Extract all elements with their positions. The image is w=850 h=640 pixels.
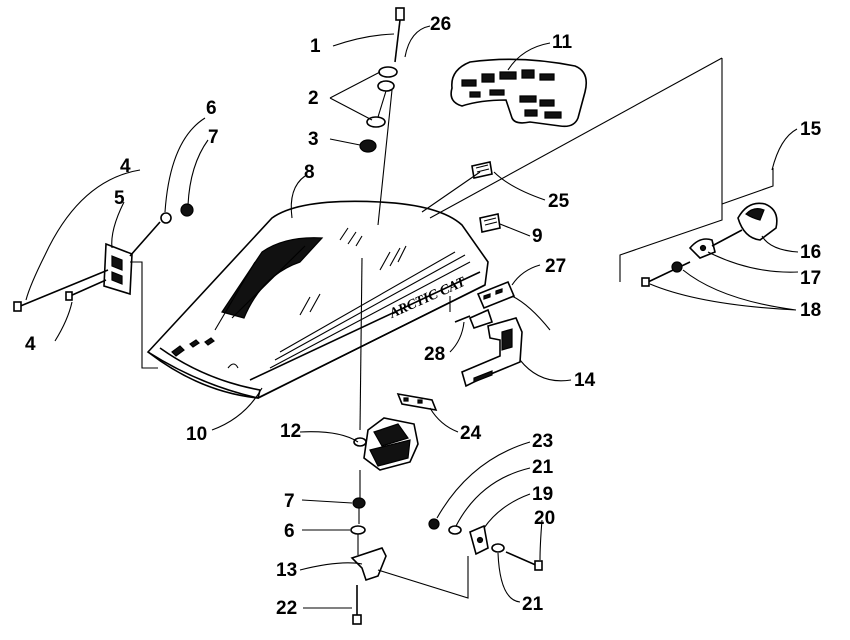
callout-25: 25 — [548, 191, 570, 212]
callout-7: 7 — [208, 127, 219, 148]
leader-lines — [25, 25, 799, 609]
callout-20: 20 — [534, 508, 555, 529]
callout-14: 14 — [574, 370, 596, 391]
callout-6: 6 — [206, 98, 217, 119]
hinge — [13, 203, 194, 369]
callout-2: 2 — [308, 88, 319, 109]
step-bracket — [449, 280, 523, 388]
ray-line — [429, 57, 723, 219]
callout-6-lower: 6 — [284, 521, 295, 542]
callout-26: 26 — [430, 14, 451, 35]
latch-assembly — [619, 58, 778, 287]
callout-15: 15 — [800, 119, 822, 140]
latch-base — [350, 257, 469, 625]
callout-24: 24 — [460, 423, 482, 444]
callout-3: 3 — [308, 129, 319, 150]
striker-hardware — [428, 518, 543, 571]
callout-4: 4 — [120, 156, 131, 177]
callout-21: 21 — [532, 457, 554, 478]
callout-16: 16 — [800, 242, 821, 263]
callout-17: 17 — [800, 268, 821, 289]
callout-28: 28 — [424, 344, 445, 365]
callout-21-lower: 21 — [522, 594, 544, 615]
callout-23: 23 — [532, 431, 553, 452]
callout-7-lower: 7 — [284, 491, 295, 512]
callout-22: 22 — [276, 598, 297, 619]
stud-assembly — [359, 7, 405, 226]
callout-11: 11 — [552, 32, 573, 53]
console-panel — [450, 58, 588, 128]
callout-1: 1 — [310, 36, 321, 57]
callout-19: 19 — [532, 484, 553, 505]
callout-27: 27 — [545, 256, 566, 277]
callout-12: 12 — [280, 421, 301, 442]
callout-10: 10 — [186, 424, 207, 445]
hood: ARCTIC CAT — [146, 200, 489, 399]
callout-9: 9 — [532, 226, 543, 247]
small-plates — [421, 161, 501, 233]
callout-labels: 1 2 3 4 4 5 6 6 7 7 8 9 10 11 12 13 14 1… — [25, 14, 822, 619]
callout-5: 5 — [114, 188, 125, 209]
callout-18: 18 — [800, 300, 821, 321]
callout-13: 13 — [276, 560, 297, 581]
callout-4-lower: 4 — [25, 334, 36, 355]
callout-8: 8 — [304, 162, 315, 183]
